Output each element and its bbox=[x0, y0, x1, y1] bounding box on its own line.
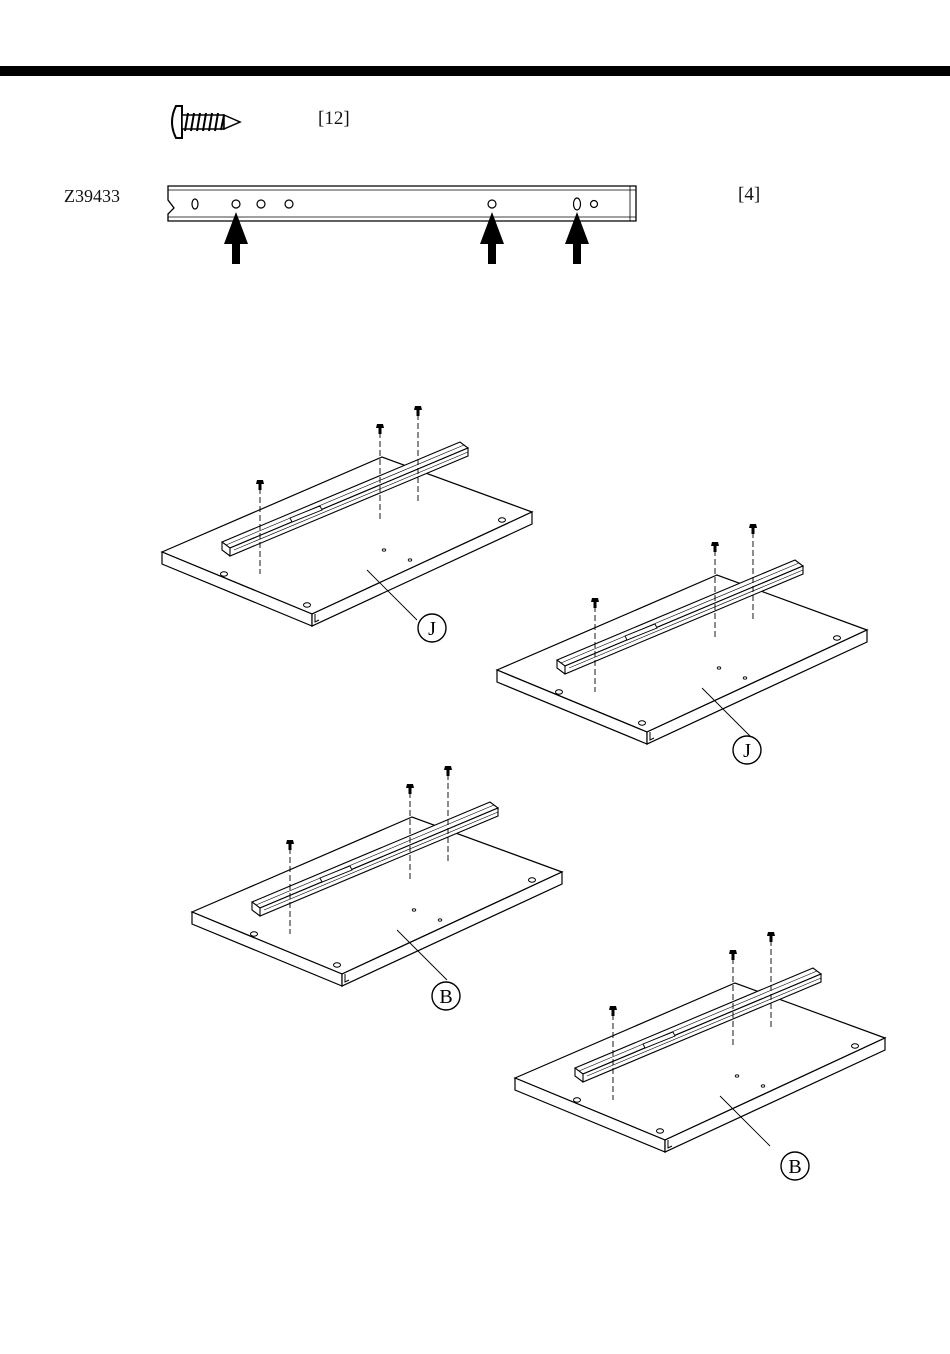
panel-j-left: J bbox=[162, 406, 532, 642]
screw-icon bbox=[172, 106, 240, 138]
panel-b-right: B bbox=[515, 932, 885, 1180]
panel-label: J bbox=[428, 618, 436, 640]
panel-b-left: B bbox=[192, 766, 562, 1010]
screw-quantity: [12] bbox=[318, 108, 350, 130]
rail-quantity: [4] bbox=[738, 184, 760, 206]
rail-part-code: Z39433 bbox=[64, 186, 120, 207]
drawer-rail-icon bbox=[168, 186, 636, 221]
panel-j-right: J bbox=[497, 524, 867, 764]
panel-label: B bbox=[788, 1156, 801, 1178]
panel-label: J bbox=[743, 740, 751, 762]
panel-label: B bbox=[439, 986, 452, 1008]
